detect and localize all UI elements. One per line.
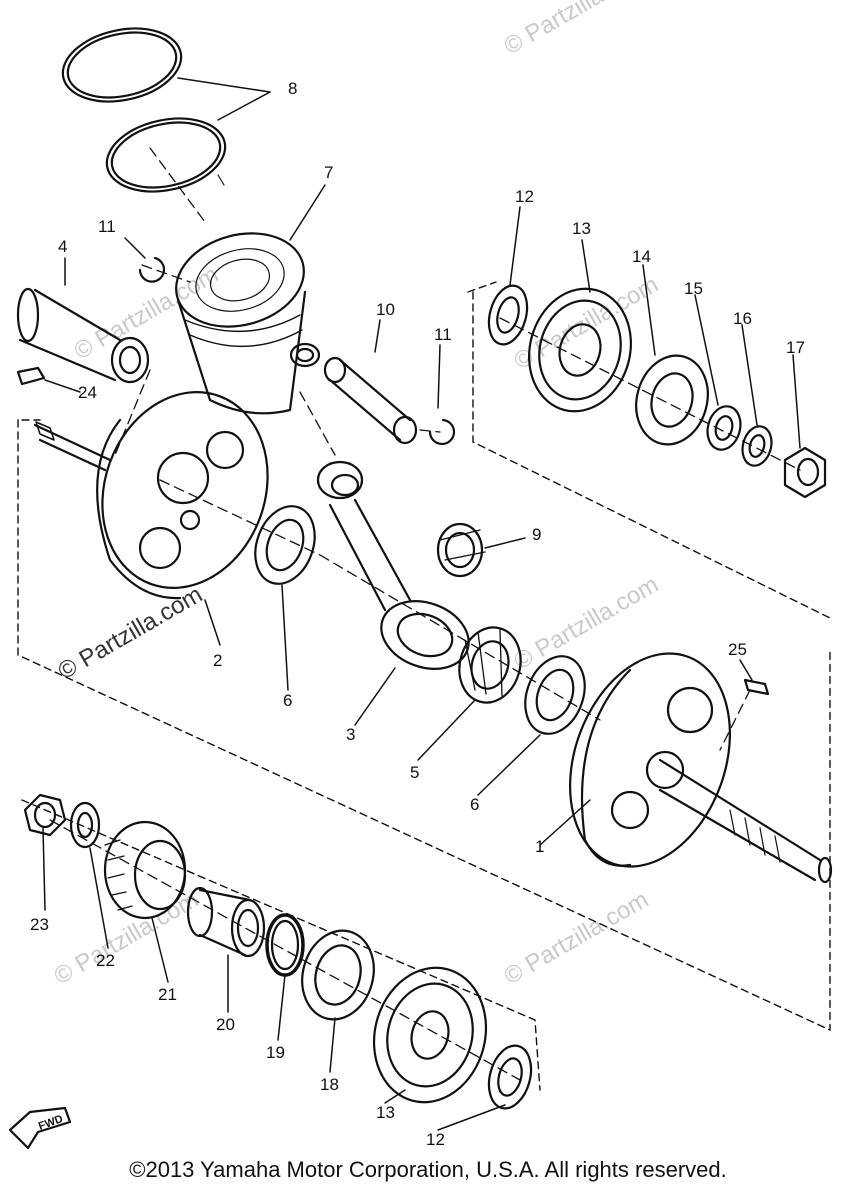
needle-bearing-small xyxy=(436,522,486,578)
watermark: © Partzilla.com xyxy=(54,581,208,685)
part-label-17: 17 xyxy=(786,338,805,357)
part-label-6-upper: 6 xyxy=(283,691,292,710)
watermark: © Partzilla.com xyxy=(50,886,204,990)
part-label-10: 10 xyxy=(376,300,395,319)
part-label-25: 25 xyxy=(728,640,747,659)
thrust-washers xyxy=(254,505,586,735)
part-label-19: 19 xyxy=(266,1043,285,1062)
part-label-21: 21 xyxy=(158,985,177,1004)
part-label-5: 5 xyxy=(410,763,419,782)
part-label-12-upper: 12 xyxy=(515,187,534,206)
part-label-13-lower: 13 xyxy=(376,1103,395,1122)
watermark: © Partzilla.com xyxy=(500,0,654,60)
part-label-2: 2 xyxy=(213,651,222,670)
copyright-footer: ©2013 Yamaha Motor Corporation, U.S.A. A… xyxy=(129,1157,727,1182)
part-label-6-lower: 6 xyxy=(470,795,479,814)
part-label-3: 3 xyxy=(346,725,355,744)
part-label-8: 8 xyxy=(288,79,297,98)
crankshaft-piston-exploded-diagram: © Partzilla.com © Partzilla.com © Partzi… xyxy=(8,0,833,1150)
part-label-14: 14 xyxy=(632,247,651,266)
part-label-13-upper: 13 xyxy=(572,219,591,238)
circlips xyxy=(138,256,456,446)
part-label-16: 16 xyxy=(733,309,752,328)
fwd-mark: FWD xyxy=(37,1113,65,1133)
part-label-15: 15 xyxy=(684,279,703,298)
part-label-12-lower: 12 xyxy=(426,1130,445,1149)
needle-bearing-large xyxy=(458,626,522,704)
part-label-4: 4 xyxy=(58,237,67,256)
crank-pin xyxy=(16,287,150,384)
piston-pin xyxy=(323,356,418,445)
fwd-arrow-icon xyxy=(8,1106,72,1150)
assembly-boxes xyxy=(17,281,831,1091)
woodruff-key-24 xyxy=(16,366,46,386)
watermark: © Partzilla.com xyxy=(500,886,654,990)
part-labels: 8 7 11 4 24 10 11 12 13 14 15 16 17 9 2 … xyxy=(30,79,805,1149)
piston xyxy=(175,232,321,415)
watermarks: © Partzilla.com © Partzilla.com © Partzi… xyxy=(50,0,664,990)
part-label-18: 18 xyxy=(320,1075,339,1094)
part-label-7: 7 xyxy=(324,163,333,182)
part-label-24: 24 xyxy=(78,383,97,402)
watermark: © Partzilla.com xyxy=(510,271,664,375)
piston-rings xyxy=(61,27,227,193)
part-label-23: 23 xyxy=(30,915,49,934)
leader-lines xyxy=(42,77,801,1131)
connecting-rod xyxy=(316,460,470,670)
part-label-1: 1 xyxy=(535,837,544,856)
part-label-9: 9 xyxy=(532,525,541,544)
part-label-22: 22 xyxy=(96,951,115,970)
part-label-11-upper: 11 xyxy=(98,217,116,236)
part-label-20: 20 xyxy=(216,1015,235,1034)
woodruff-key-25 xyxy=(743,678,770,696)
right-bearing-group xyxy=(487,284,827,499)
part-label-11-lower: 11 xyxy=(434,325,452,344)
crank-wheel-left xyxy=(33,391,269,600)
crank-wheel-right xyxy=(569,652,833,884)
